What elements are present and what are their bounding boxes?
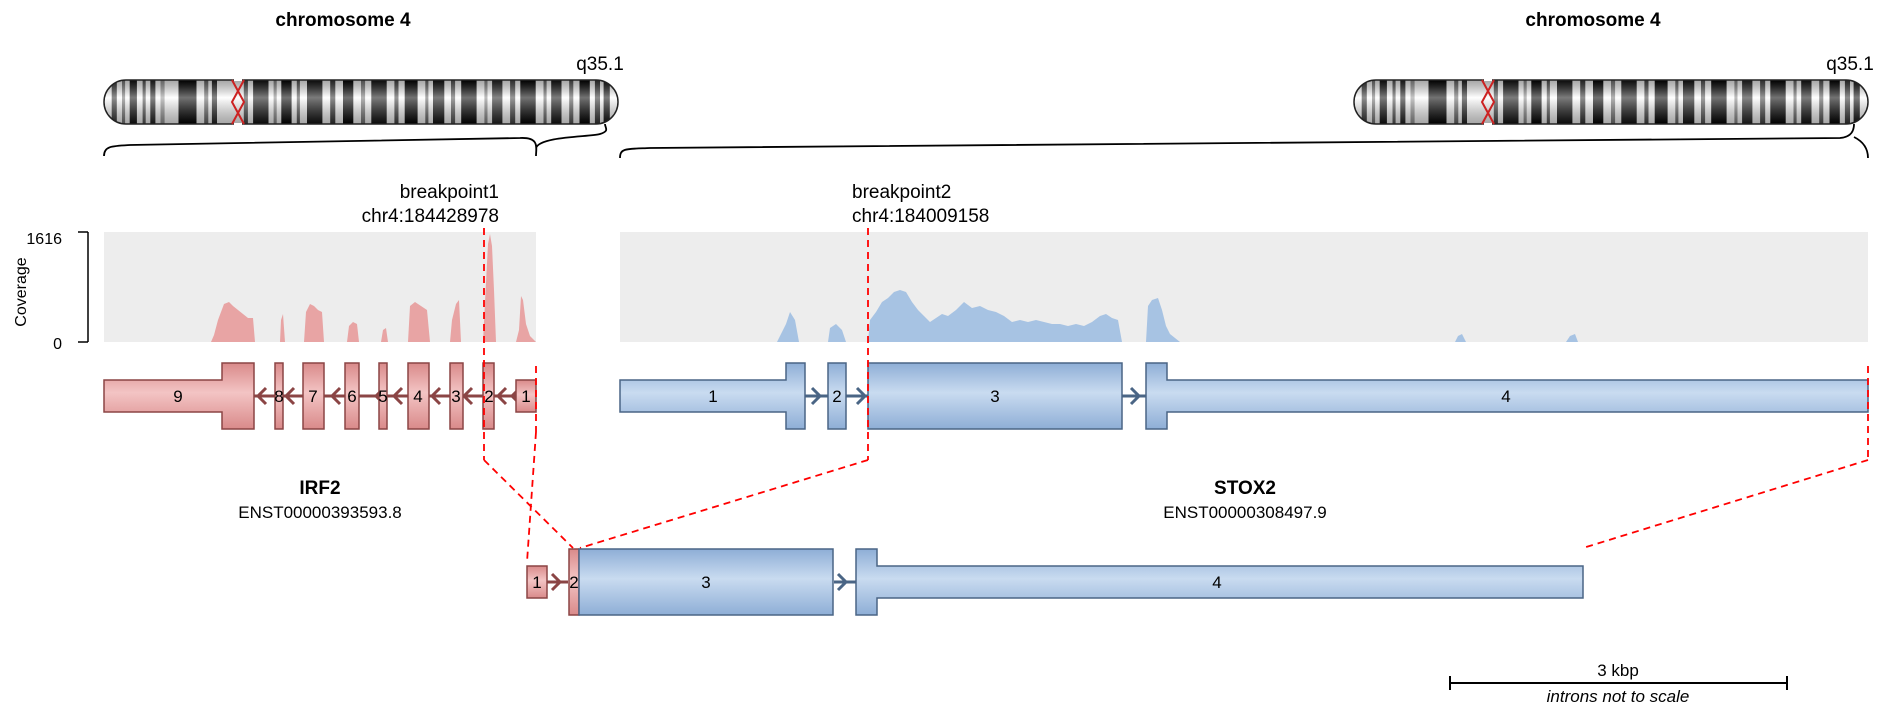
svg-text:4: 4 (1501, 387, 1510, 406)
fusion-exon-2: 2 (568, 548, 580, 616)
svg-text:9: 9 (173, 387, 182, 406)
breakpoint2-label: breakpoint2 chr4:184009158 (852, 182, 989, 227)
right-chromosome-ideogram (1354, 80, 1868, 124)
fusion-projection-gene2-end (1582, 459, 1869, 549)
gene1-name: IRF2 (299, 478, 340, 499)
gene1-coverage-track (211, 234, 536, 342)
gene1-exon-8: 8 (274, 362, 284, 430)
gene1-transcript-id: ENST00000393593.8 (238, 503, 402, 522)
gene2-transcript-id: ENST00000308497.9 (1163, 503, 1327, 522)
fusion-arrow-2 (836, 572, 849, 592)
right-centromere (1480, 78, 1496, 126)
svg-text:2: 2 (832, 387, 841, 406)
left-centromere (230, 78, 246, 126)
coverage-panel: 1616 0 Coverage (13, 231, 1868, 353)
svg-text:2: 2 (569, 573, 578, 592)
gene2-coverage-background (620, 232, 1868, 342)
scale-bar: 3 kbp introns not to scale (1449, 661, 1788, 706)
left-chromosome-title: chromosome 4 (275, 10, 411, 31)
svg-text:6: 6 (347, 387, 356, 406)
right-chromosome-title: chromosome 4 (1525, 10, 1661, 31)
right-band-label: q35.1 (1826, 54, 1874, 75)
gene2-name: STOX2 (1214, 478, 1276, 499)
gene1-exon-1: 1 (515, 379, 537, 413)
scale-bar-label: 3 kbp (1597, 661, 1639, 680)
fusion-transcript: 1 2 3 4 (526, 548, 1584, 616)
svg-text:8: 8 (274, 387, 283, 406)
svg-text:4: 4 (413, 387, 422, 406)
svg-text:3: 3 (990, 387, 999, 406)
gene2-exon-3: 3 (867, 362, 1123, 430)
gene2-coverage-track (777, 290, 1578, 342)
gene1-exon-5: 5 (378, 362, 388, 430)
right-zoom-bracket (619, 123, 1869, 159)
gene1-exon-6: 6 (344, 362, 360, 430)
gene1-exon-3: 3 (449, 362, 464, 430)
gene2-transcript: 1 2 3 4 STOX2 ENST00000308497.9 (619, 362, 1869, 522)
scale-bar-note: introns not to scale (1547, 687, 1690, 706)
right-chromosome-panel: chromosome 4 q35.1 (619, 10, 1874, 159)
fusion-projection-gene1-start (526, 431, 537, 563)
fusion-exon-4: 4 (855, 548, 1584, 616)
fusion-exon-3: 3 (578, 548, 834, 616)
gene1-exon-4: 4 (407, 362, 430, 430)
breakpoint-guides (483, 228, 1869, 563)
svg-text:4: 4 (1212, 573, 1221, 592)
coverage-min-label: 0 (53, 336, 62, 353)
svg-text:3: 3 (451, 387, 460, 406)
gene2-exon-1: 1 (619, 362, 806, 430)
svg-text:5: 5 (378, 387, 387, 406)
gene2-strand-arrows (810, 386, 1142, 406)
gene2-exon-2: 2 (827, 362, 847, 430)
svg-text:1: 1 (708, 387, 717, 406)
fusion-projection-breakpoint1 (483, 459, 574, 549)
breakpoint1-name: breakpoint1 (400, 182, 499, 203)
gene2-exon-4: 4 (1145, 362, 1869, 430)
fusion-exon-1: 1 (526, 565, 548, 599)
svg-text:2: 2 (484, 387, 493, 406)
breakpoint2-name: breakpoint2 (852, 182, 951, 203)
coverage-axis-title: Coverage (13, 257, 30, 326)
gene1-transcript: 9 8 7 6 5 4 3 2 (103, 362, 537, 522)
svg-text:3: 3 (701, 573, 710, 592)
svg-text:1: 1 (521, 387, 530, 406)
coverage-max-label: 1616 (26, 231, 62, 248)
breakpoint1-label: breakpoint1 chr4:184428978 (362, 182, 499, 227)
fusion-arrow-1 (550, 572, 563, 592)
svg-text:7: 7 (308, 387, 317, 406)
left-band-label: q35.1 (576, 54, 624, 75)
gene1-exon-9: 9 (103, 362, 255, 430)
left-chromosome-ideogram (104, 80, 618, 124)
svg-text:1: 1 (532, 573, 541, 592)
fusion-projection-breakpoint2 (579, 459, 869, 549)
gene1-exon-7: 7 (302, 362, 325, 430)
left-chromosome-panel: chromosome 4 q35.1 (103, 10, 624, 157)
breakpoint1-position: chr4:184428978 (362, 206, 499, 227)
coverage-axis: 1616 0 Coverage (13, 231, 89, 353)
gene1-exon-2: 2 (482, 362, 495, 430)
breakpoint2-position: chr4:184009158 (852, 206, 989, 227)
left-zoom-bracket (103, 123, 608, 157)
